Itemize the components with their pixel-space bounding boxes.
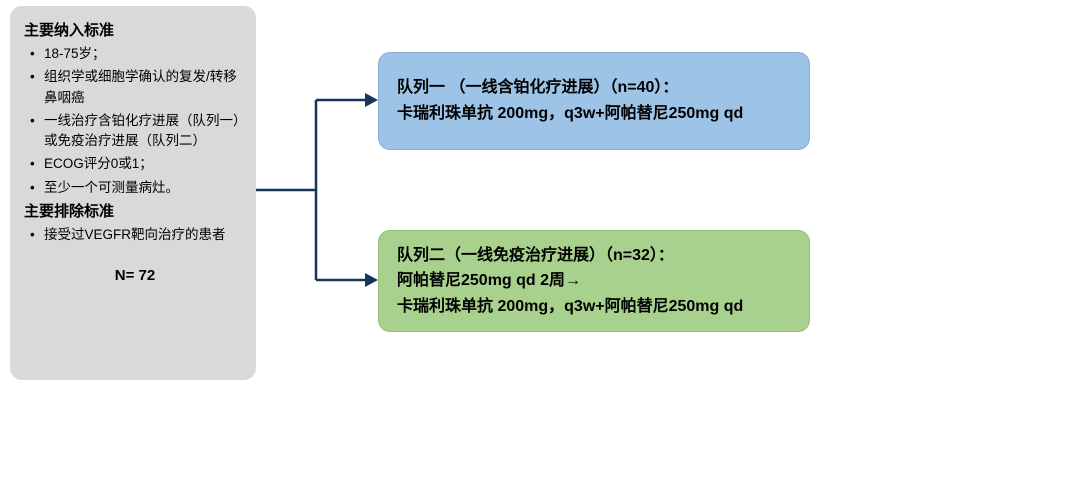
inclusion-item-age: 18-75岁； [24, 44, 246, 65]
cohort-2-box: 队列二（一线免疫治疗进展）（n=32）： 阿帕替尼250mg qd 2周→ 卡瑞… [378, 230, 810, 332]
arrowhead-cohort-2-icon [365, 273, 378, 287]
cohort-1-regimen: 卡瑞利珠单抗 200mg，q3w+阿帕替尼250mg qd [397, 105, 744, 122]
arrowhead-cohort-1-icon [365, 93, 378, 107]
exclusion-item-vegfr: 接受过VEGFR靶向治疗的患者 [24, 225, 246, 246]
inclusion-item-measurable-lesion: 至少一个可测量病灶。 [24, 178, 246, 199]
connector-lines [256, 98, 366, 282]
cohort-1-box: 队列一 （一线含铂化疗进展）（n=40）： 卡瑞利珠单抗 200mg，q3w+阿… [378, 52, 810, 150]
cohort-2-regimen-combination: 卡瑞利珠单抗 200mg，q3w+阿帕替尼250mg qd [397, 297, 744, 315]
inclusion-item-ecog: ECOG评分0或1； [24, 154, 246, 175]
inclusion-criteria-header: 主要纳入标准 [24, 22, 115, 39]
exclusion-criteria-header: 主要排除标准 [24, 202, 115, 220]
cohort-2-title: 队列二（一线免疫治疗进展）（n=32）： [397, 246, 674, 264]
inclusion-criteria-list: 18-75岁； 组织学或细胞学确认的复发/转移鼻咽癌 一线治疗含铂化疗进展（队列… [24, 44, 246, 198]
inclusion-item-histology: 组织学或细胞学确认的复发/转移鼻咽癌 [24, 67, 246, 108]
exclusion-criteria-list: 接受过VEGFR靶向治疗的患者 [24, 225, 246, 246]
cohort-2-regimen-lead-in: 阿帕替尼250mg qd 2周→ [397, 272, 582, 290]
criteria-box: 主要纳入标准 18-75岁； 组织学或细胞学确认的复发/转移鼻咽癌 一线治疗含铂… [10, 6, 256, 380]
cohort-1-title: 队列一 （一线含铂化疗进展）（n=40）： [397, 79, 679, 97]
inclusion-item-progression: 一线治疗含铂化疗进展（队列一）或免疫治疗进展（队列二） [24, 111, 246, 152]
sample-size-label: N= 72 [114, 267, 156, 284]
